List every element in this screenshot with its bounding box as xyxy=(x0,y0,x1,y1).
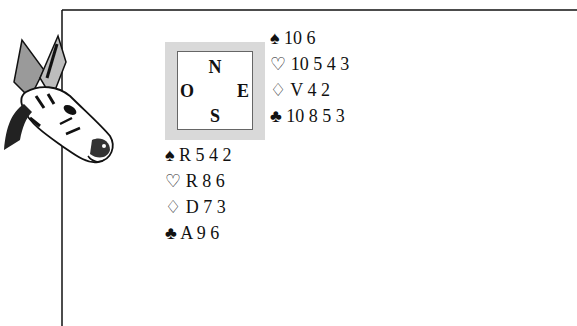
seat-letter: E xyxy=(237,81,249,101)
seat-slot: O xyxy=(180,82,194,101)
hand-line: ♣ 10 8 5 3 xyxy=(270,106,345,127)
seat-slot: S xyxy=(210,107,220,126)
suit-holding: ♠ 10 6 xyxy=(270,28,316,48)
seat-slot: E xyxy=(237,82,249,101)
hand-line: ♢ V 4 2 xyxy=(270,80,330,101)
suit-holding: ♢ V 4 2 xyxy=(270,80,330,100)
suit-holding: ♣ 10 8 5 3 xyxy=(270,106,345,126)
seat-slot: N xyxy=(209,58,222,77)
hand-line: ♡ 10 5 4 3 xyxy=(270,54,349,75)
frame-line xyxy=(62,9,577,11)
seat-letter: N xyxy=(209,57,222,77)
hand-line: ♠ 10 6 xyxy=(270,28,316,49)
hand-line: ♣ A 9 6 xyxy=(165,223,219,244)
compass-box: NO ES xyxy=(165,42,265,140)
suit-holding: ♡ 10 5 4 3 xyxy=(270,54,349,74)
seat-letter: O xyxy=(180,81,194,101)
hand-line: ♠ R 5 4 2 xyxy=(165,145,232,166)
hand-line: ♡ R 8 6 xyxy=(165,171,225,192)
suit-holding: ♣ A 9 6 xyxy=(165,223,219,243)
seat-letter: S xyxy=(210,106,220,126)
suit-holding: ♠ R 5 4 2 xyxy=(165,145,232,165)
suit-holding: ♡ R 8 6 xyxy=(165,171,225,191)
suit-holding: ♢ D 7 3 xyxy=(165,197,226,217)
donkey-illustration xyxy=(4,36,113,162)
hand-line: ♢ D 7 3 xyxy=(165,197,226,218)
